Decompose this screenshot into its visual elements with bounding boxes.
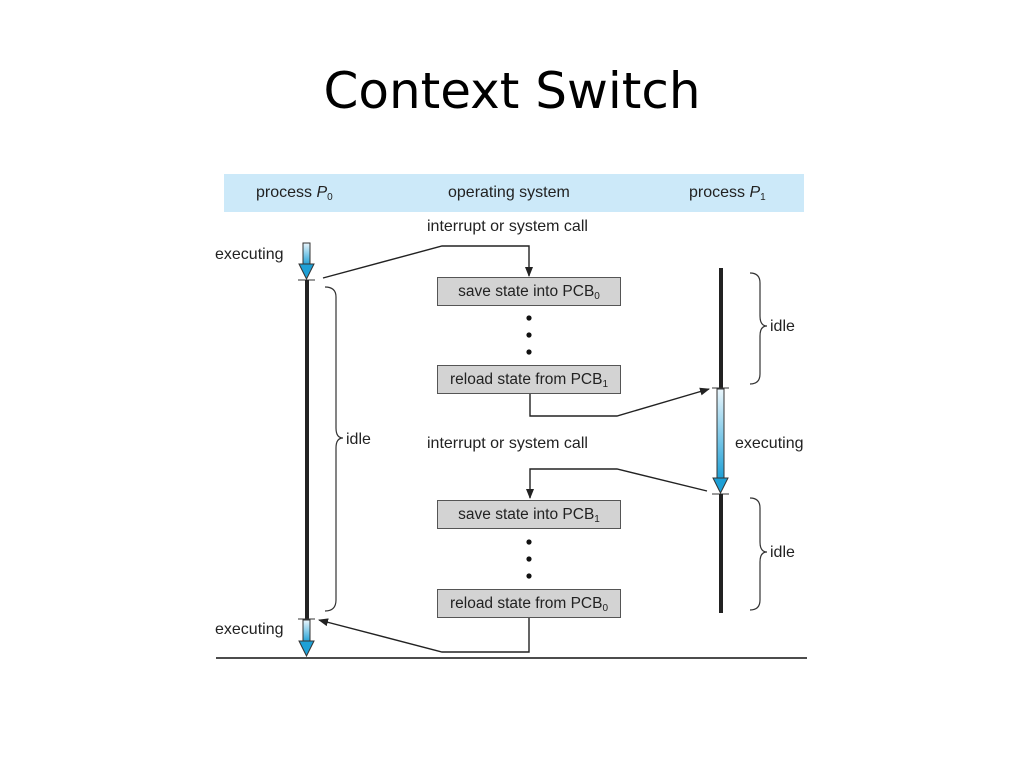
label-interrupt-1: interrupt or system call [427, 218, 588, 235]
p0-idle-brace [324, 286, 344, 612]
header-process-p1: process P1 [689, 184, 766, 203]
label-idle-p1-bottom: idle [770, 544, 795, 561]
p1-idle-brace-bottom [749, 497, 768, 611]
os-dots-bottom [526, 539, 532, 579]
arrow-os-to-p0 [318, 617, 530, 653]
box-save-state-pcb1: save state into PCB1 [437, 500, 621, 529]
p0-timeline [298, 242, 344, 658]
box-reload-state-pcb1: reload state from PCB1 [437, 365, 621, 394]
p1-timeline [712, 268, 768, 613]
header-process-p0: process P0 [256, 184, 333, 203]
p1-idle-brace-top [749, 272, 768, 385]
arrow-p0-to-os [322, 245, 533, 279]
box-reload-state-pcb0: reload state from PCB0 [437, 589, 621, 618]
slide-title: Context Switch [323, 62, 701, 120]
arrow-p1-to-os [526, 468, 708, 499]
label-executing-p0-bottom: executing [215, 621, 284, 638]
label-idle-p1-top: idle [770, 318, 795, 335]
label-interrupt-2: interrupt or system call [427, 435, 588, 452]
arrow-os-to-p1 [529, 387, 710, 417]
header-operating-system: operating system [448, 184, 570, 201]
label-executing-p1: executing [735, 435, 804, 452]
p0-executing-arrow-bottom [298, 619, 315, 658]
p0-executing-arrow-top [298, 242, 315, 281]
label-executing-p0-top: executing [215, 246, 284, 263]
header-band [224, 174, 804, 212]
p1-executing-arrow [712, 388, 729, 495]
box-save-state-pcb0: save state into PCB0 [437, 277, 621, 306]
label-idle-p0: idle [346, 431, 371, 448]
os-dots-top [526, 315, 532, 355]
